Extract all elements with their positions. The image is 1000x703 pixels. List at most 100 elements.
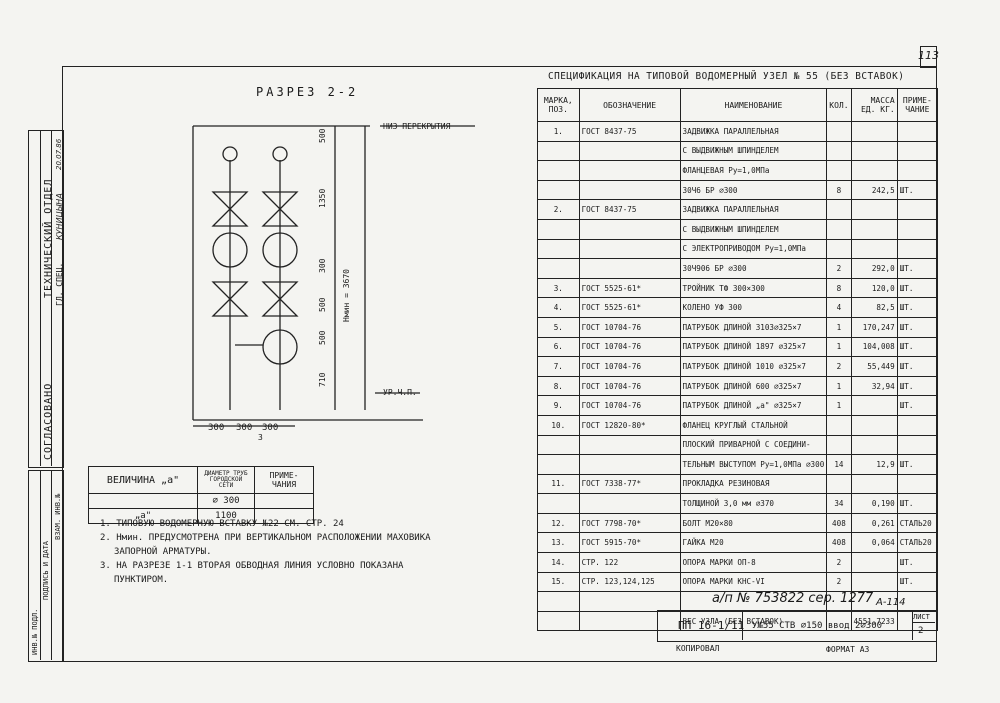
spec-cell: [850, 473, 898, 495]
spec-cell: 4.: [537, 297, 580, 318]
spec-cell: [850, 571, 898, 593]
spec-cell: [537, 258, 580, 279]
spec-cell: [578, 610, 681, 632]
spec-header-3: КОЛ.: [826, 88, 852, 122]
spec-cell: [578, 258, 681, 279]
stamp-box: [657, 610, 937, 642]
spec-cell: [850, 121, 898, 142]
spec-cell: ТЕЛЬНЫМ ВЫСТУПОМ Ру=1,0МПа ⌀300: [679, 454, 828, 475]
spec-cell: 1: [826, 336, 852, 358]
spec-cell: ФЛАНЦЕВАЯ Ру=1,0МПа: [679, 160, 828, 181]
spec-cell: ТРОЙНИК ТФ 300×300: [679, 277, 828, 299]
dim-v-3: 300: [318, 258, 327, 273]
spec-cell: ГАЙКА М20: [679, 532, 828, 554]
spec-cell: [537, 610, 580, 632]
spec-cell: ГОСТ 5525-61*: [578, 297, 681, 318]
stamp-desc: У№55 СТВ ⌀150 ввод 2⌀300: [752, 621, 883, 631]
spec-cell: 2.: [537, 199, 580, 220]
spec-cell: 104,008: [850, 336, 898, 358]
section-drawing: [192, 125, 475, 427]
table-row: 10.ГОСТ 12820-80*ФЛАНЕЦ КРУГЛЫЙ СТАЛЬНОЙ: [537, 414, 939, 436]
spec-cell: СТАЛЬ20: [896, 532, 939, 554]
spec-cell: 408: [826, 512, 852, 534]
spec-cell: 2: [826, 356, 852, 377]
dim-v-6: 710: [318, 372, 327, 387]
spec-cell: 14: [826, 454, 852, 475]
note-2b: ЗАПОРНОЙ АРМАТУРЫ.: [114, 547, 212, 557]
spec-cell: ГОСТ 10704-76: [578, 356, 681, 377]
spec-cell: ШТ.: [896, 375, 939, 397]
spec-cell: [537, 179, 580, 201]
stamp-sheet-label: ЛИСТ: [913, 613, 930, 621]
spec-cell: 0,190: [850, 493, 898, 514]
spec-cell: ТОЛЩИНОЙ 3,0 мм ⌀370: [679, 493, 828, 514]
spec-cell: ШТ.: [896, 395, 939, 416]
spec-cell: [578, 454, 681, 475]
spec-cell: [896, 414, 939, 436]
spec-cell: 120,0: [850, 277, 898, 299]
spec-header-1: ОБОЗНАЧЕНИЕ: [578, 88, 681, 122]
spec-cell: КОЛЕНО УФ 300: [679, 297, 828, 318]
spec-cell: [896, 473, 939, 495]
spec-cell: 1: [826, 316, 852, 338]
spec-cell: ПАТРУБОК ДЛИНОЙ „а" ⌀325×7: [679, 395, 828, 416]
spec-cell: 34: [826, 493, 852, 514]
spec-header-0: МАРКА, ПОЗ.: [537, 88, 580, 122]
spec-cell: 82,5: [850, 297, 898, 318]
spec-cell: ШТ.: [896, 258, 939, 279]
spec-cell: 30Ч6 БР ⌀300: [679, 179, 828, 201]
spec-cell: [578, 140, 681, 162]
footer-copied: КОПИРОВАЛ: [676, 644, 720, 653]
table-row: С ВЫДВИЖНЫМ ШПИНДЕЛЕМ: [537, 140, 939, 162]
left-margin-strip: [28, 130, 64, 662]
stamp-handwritten: а/п № 753822 сер. 1277: [712, 591, 874, 606]
spec-cell: [826, 121, 852, 142]
size-a-value: 1100: [197, 508, 255, 524]
note-1: 1. ТИПОВУЮ ВОДОМЕРНУЮ ВСТАВКУ №22 СМ. СТ…: [100, 519, 344, 529]
spec-cell: [537, 218, 580, 240]
label-floor: УР.Ч.П.: [383, 388, 417, 397]
spec-cell: 9.: [537, 395, 580, 416]
spec-cell: 1.: [537, 121, 580, 142]
spec-cell: С ВЫДВИЖНЫМ ШПИНДЕЛЕМ: [679, 140, 828, 162]
spec-cell: 15.: [537, 571, 580, 593]
spec-cell: ШТ.: [896, 356, 939, 377]
spec-cell: 12,9: [850, 454, 898, 475]
spec-cell: ГОСТ 5915-70*: [578, 532, 681, 554]
spec-cell: ШТ.: [896, 571, 939, 593]
spec-cell: [896, 199, 939, 220]
spec-cell: [578, 591, 681, 612]
spec-cell: ШТ.: [896, 493, 939, 514]
margin-date1: 20.07.86: [55, 138, 63, 170]
spec-cell: 8: [826, 179, 852, 201]
note-3b: ПУНКТИРОМ.: [114, 575, 169, 585]
spec-cell: [896, 238, 939, 260]
page-number: 113: [918, 49, 939, 62]
spec-cell: [850, 434, 898, 456]
spec-cell: ГОСТ 7338-77*: [578, 473, 681, 495]
spec-cell: 14.: [537, 552, 580, 573]
spec-cell: [578, 218, 681, 240]
spec-cell: СТР. 123,124,125: [578, 571, 681, 593]
spec-cell: [850, 199, 898, 220]
dim-v-4: 500: [318, 297, 327, 312]
label-ceiling: НИЗ ПЕРЕКРЫТИЯ: [383, 122, 451, 131]
spec-cell: [896, 140, 939, 162]
spec-cell: ГОСТ 8437-75: [578, 199, 681, 220]
spec-cell: 8: [826, 277, 852, 299]
spec-cell: 10.: [537, 414, 580, 436]
spec-cell: ШТ.: [896, 552, 939, 573]
spec-cell: [826, 414, 852, 436]
spec-header-2: НАИМЕНОВАНИЕ: [679, 88, 828, 122]
spec-cell: СТР. 122: [578, 552, 681, 573]
spec-cell: [537, 454, 580, 475]
